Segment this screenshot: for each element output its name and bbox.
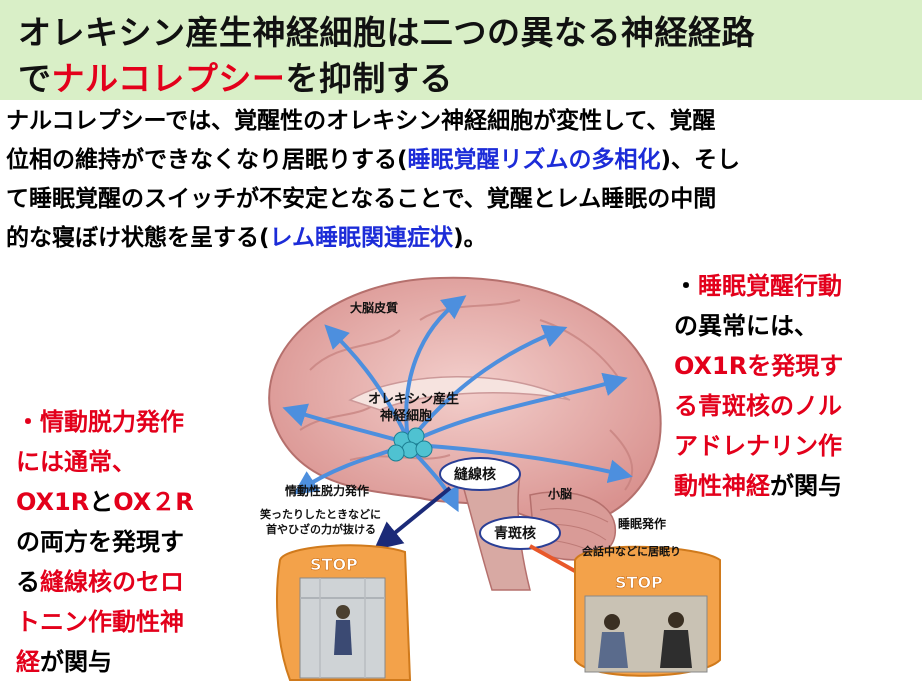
cerebellum-label: 小脳 — [548, 486, 572, 501]
intro-line-4-tail: )。 — [453, 225, 487, 251]
right-note-line-4: る青斑核のノル — [674, 392, 842, 420]
page-title-line-1: オレキシン産生神経細胞は二つの異なる神経経路 — [18, 13, 755, 52]
left-note-l5-b: 縫線核のセロ — [40, 568, 184, 596]
right-note-l1-b: 睡眠覚醒行動 — [698, 272, 842, 300]
cataplexy-desc-1: 笑ったりしたときなどに — [260, 507, 381, 521]
left-note-line-6: トニン作動性神 — [16, 608, 184, 636]
sleep-attack-desc: 会話中などに居眠り — [582, 544, 681, 558]
cortex-label: 大脳皮質 — [350, 300, 398, 315]
orexin-neuron-cluster — [387, 427, 433, 462]
right-note: ・睡眠覚醒行動 の異常には、 OX1Rを発現す る青斑核のノル アドレナリン作 … — [674, 266, 843, 506]
left-note-line-1: ・情動脱力発作 — [16, 408, 184, 436]
cataplexy-label: 情動性脱力発作 — [285, 483, 369, 498]
left-note-line-7: 経が関与 — [16, 642, 194, 682]
left-note: ・情動脱力発作 には通常、 OX1RとOX２R の両方を発現す る縫線核のセロ … — [16, 402, 194, 682]
locus-coeruleus-oval — [479, 516, 561, 550]
right-note-line-6: 動性神経が関与 — [674, 466, 843, 506]
intro-line-3: て睡眠覚醒のスイッチが不安定となることで、覚醒とレム睡眠の中間 — [6, 186, 717, 212]
page-title-line-2: でナルコレプシーを抑制する — [18, 52, 453, 100]
right-note-l6-a: 動性神経 — [674, 472, 770, 500]
left-note-l7-b: が関与 — [40, 648, 112, 676]
left-note-ox1r: OX1R — [16, 488, 90, 516]
cataplexy-desc-2: 首やひざの力が抜ける — [266, 522, 376, 536]
intro-line-4: 的な寝ぼけ状態を呈する(レム睡眠関連症状)。 — [6, 219, 918, 258]
left-note-l7-a: 経 — [16, 648, 40, 676]
right-note-line-3: OX1Rを発現す — [674, 352, 844, 380]
left-stop-hand — [276, 544, 412, 681]
title-suffix: を抑制する — [285, 59, 453, 98]
sleep-attack-label: 睡眠発作 — [618, 516, 666, 531]
orexin-projections — [282, 295, 633, 513]
stop-sign-left: STOP — [310, 555, 358, 574]
intro-line-2-text: 位相の維持ができなくなり居眠りする( — [6, 147, 408, 173]
cataplexy-arrow — [373, 486, 452, 551]
keyword-rem-symptoms: レム睡眠関連症状 — [269, 225, 454, 251]
orexin-label-2: 神経細胞 — [380, 408, 432, 424]
title-prefix: で — [18, 59, 52, 98]
brain-diagram: 大脳皮質 オレキシン産生 神経細胞 縫線核 青斑核 小脳 情動性脱力発作 笑った… — [260, 276, 721, 681]
left-note-ox2r: OX２R — [113, 488, 194, 516]
title-highlight-narcolepsy: ナルコレプシー — [51, 59, 286, 98]
keyword-polyphasic-sleep: 睡眠覚醒リズムの多相化 — [407, 147, 661, 173]
right-note-line-1: ・睡眠覚醒行動 — [674, 266, 843, 306]
raphe-nucleus-oval — [439, 457, 521, 491]
intro-line-1: ナルコレプシーでは、覚醒性のオレキシン神経細胞が変性して、覚醒 — [6, 108, 716, 134]
raphe-label: 縫線核 — [454, 466, 496, 483]
orexin-label-1: オレキシン産生 — [368, 391, 459, 407]
intro-line-2-tail: )、そし — [660, 147, 741, 173]
locus-label: 青斑核 — [494, 525, 536, 542]
right-stop-hand — [574, 545, 721, 677]
right-note-l6-b: が関与 — [770, 472, 842, 500]
right-note-line-5: アドレナリン作 — [674, 432, 842, 460]
left-note-and: と — [89, 488, 114, 516]
stop-sign-right: STOP — [615, 573, 663, 592]
left-note-line-5: る縫線核のセロ — [16, 562, 194, 602]
right-note-line-2: の異常には、 — [674, 312, 818, 340]
left-note-line-4: の両方を発現す — [16, 528, 184, 556]
left-note-line-3: OX1RとOX２R — [16, 482, 194, 522]
intro-paragraph: ナルコレプシーでは、覚醒性のオレキシン神経細胞が変性して、覚醒 位相の維持ができ… — [6, 102, 918, 258]
title-banner: オレキシン産生神経細胞は二つの異なる神経経路 でナルコレプシーを抑制する — [0, 0, 922, 100]
right-note-bullet: ・ — [674, 272, 698, 300]
intro-line-2: 位相の維持ができなくなり居眠りする(睡眠覚醒リズムの多相化)、そし — [6, 141, 918, 180]
left-note-line-2: には通常、 — [16, 448, 136, 476]
intro-line-4-text: 的な寝ぼけ状態を呈する( — [6, 225, 270, 251]
left-note-l5-a: る — [16, 568, 40, 596]
